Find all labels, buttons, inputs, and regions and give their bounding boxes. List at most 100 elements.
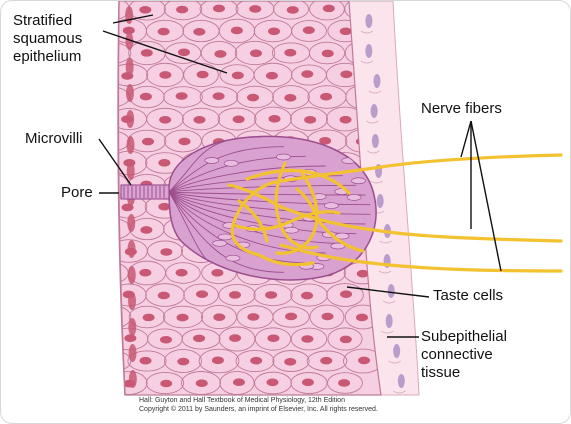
cell-nucleus (175, 92, 188, 100)
cell-nucleus (338, 379, 351, 387)
figure-credit: Hall: Guyton and Hall Textbook of Medica… (139, 396, 378, 414)
epithelial-cell (181, 371, 221, 395)
cell-nucleus (105, 269, 117, 277)
cell-nucleus (229, 334, 242, 342)
taste-cell-outline (169, 191, 371, 206)
cell-nucleus (212, 92, 225, 101)
connective-tissue-label: Subepithelial connective tissue (421, 328, 507, 382)
epithelial-cell (306, 350, 348, 372)
cell-nucleus (139, 356, 152, 365)
label-pointers (98, 14, 502, 338)
cell-nucleus (340, 70, 353, 79)
cell-nucleus (104, 225, 116, 233)
taste-cell-outline (169, 191, 371, 215)
cell-nucleus (159, 335, 172, 344)
epithelial-cell (253, 283, 293, 307)
cell-nucleus (196, 290, 209, 298)
connective-fiber (388, 360, 401, 364)
cell-nucleus (339, 115, 352, 124)
cell-nucleus (142, 137, 155, 146)
cell-nucleus (158, 159, 171, 167)
cell-nucleus (355, 313, 368, 322)
epithelial-cell (201, 304, 237, 330)
taste-bud (168, 135, 377, 281)
epithelial-cell (198, 348, 240, 374)
surface-cell-nucleus (125, 32, 134, 50)
epithelial-cell (183, 62, 219, 88)
cell-nucleus (139, 5, 152, 14)
cell-nucleus (265, 71, 278, 80)
cell-nucleus (320, 356, 333, 365)
cell-nucleus (160, 379, 173, 388)
cell-nucleus (159, 116, 172, 124)
connective-fiber (360, 60, 374, 64)
surface-cell-nucleus (126, 110, 135, 128)
surface-cell-nucleus (128, 370, 137, 388)
epithelium-label-line3: epithelium (13, 48, 82, 65)
epithelial-cell (118, 41, 132, 65)
epithelial-cell (118, 304, 132, 330)
cell-nucleus (356, 269, 369, 278)
cell-nucleus (176, 313, 189, 322)
cell-nucleus (302, 26, 315, 34)
microvilli-label: Microvilli (25, 130, 83, 147)
surface-cell-nucleus (128, 344, 137, 362)
cell-nucleus (321, 312, 334, 321)
cell-nucleus (142, 313, 155, 322)
connective-cell (376, 194, 384, 208)
cell-nucleus (322, 4, 335, 13)
taste-cells-label: Taste cells (433, 287, 504, 304)
epithelial-cell (163, 86, 203, 108)
epithelial-cell (147, 240, 183, 262)
connective-cell (387, 284, 395, 298)
epithelial-cell (118, 371, 148, 395)
taste-cell-nucleus (346, 194, 362, 201)
connective-fiber (393, 390, 406, 394)
epithelial-cell (308, 41, 346, 65)
cell-nucleus (139, 268, 152, 277)
connective-fiber (379, 240, 392, 244)
epithelium-label-line1: Stratified (13, 12, 73, 29)
connective-cell (393, 344, 401, 358)
epithelial-cell (234, 40, 276, 66)
cell-nucleus (340, 290, 353, 298)
taste-cell-nucleus (276, 153, 291, 161)
cell-nucleus (193, 334, 206, 343)
epithelial-cell (200, 41, 238, 65)
nerve-fibers-label: Nerve fibers (421, 100, 502, 117)
surface-cell-nucleus (127, 214, 136, 232)
connective-cell (385, 314, 393, 328)
epithelial-cell (145, 19, 185, 43)
epithelial-cell (254, 106, 292, 132)
connective-cell (373, 74, 381, 88)
cell-nucleus (304, 116, 317, 124)
cell-nucleus (118, 357, 119, 366)
surface-cell-nucleus (126, 162, 135, 180)
cell-nucleus (211, 356, 224, 365)
epithelial-cell (253, 62, 293, 88)
epithelial-cell (272, 85, 310, 109)
cell-nucleus (301, 378, 314, 387)
cell-nucleus (339, 335, 352, 344)
epithelial-cell (273, 1, 309, 20)
cell-nucleus (175, 268, 188, 277)
cell-nucleus (140, 49, 153, 57)
cell-nucleus (213, 313, 226, 321)
microvilli (123, 186, 165, 198)
cell-nucleus (358, 356, 371, 365)
epithelial-cell (181, 107, 221, 131)
connective-cell (371, 134, 379, 148)
taste-cell-nucleus (212, 239, 228, 247)
epithelial-cell (183, 283, 219, 307)
epithelium-label: Stratified squamous epithelium (13, 12, 82, 66)
connective-tissue-label-line1: Subepithelial (421, 328, 507, 345)
cell-nucleus (284, 358, 297, 366)
cell-nucleus (247, 93, 260, 102)
cell-nucleus (104, 93, 116, 101)
connective-fiber (380, 330, 394, 334)
epithelial-cell (181, 328, 221, 350)
cell-nucleus (196, 70, 209, 79)
cell-nucleus (266, 378, 279, 387)
